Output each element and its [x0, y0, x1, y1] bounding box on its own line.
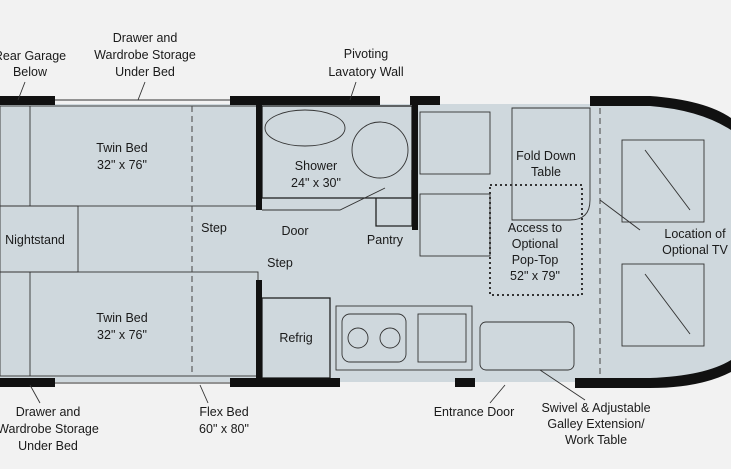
- fold-down-table: [511, 107, 591, 221]
- label-step-2: Step: [267, 256, 293, 270]
- passenger-seat-top: [419, 111, 491, 175]
- label-nightstand: Nightstand: [5, 233, 65, 247]
- sink-icon: [264, 109, 346, 147]
- label-door: Door: [281, 224, 308, 238]
- nightstand: [0, 205, 79, 273]
- floor-area: [0, 104, 731, 382]
- leader-lines: [17, 81, 641, 404]
- label-entrance-door: Entrance Door: [434, 405, 515, 419]
- cab-seat-top: [621, 139, 705, 223]
- label-pantry: Pantry: [367, 233, 404, 247]
- galley-counter: [335, 305, 473, 371]
- pop-top-outline: [489, 184, 583, 296]
- work-table: [479, 321, 575, 371]
- stove-icon: [341, 313, 407, 363]
- toilet-icon: [351, 121, 409, 179]
- label-refrig: Refrig: [279, 331, 312, 345]
- label-step-1: Step: [201, 221, 227, 235]
- galley-sink-icon: [417, 313, 467, 363]
- cab-seat-bottom: [621, 263, 705, 347]
- passenger-seat-bottom: [419, 193, 491, 257]
